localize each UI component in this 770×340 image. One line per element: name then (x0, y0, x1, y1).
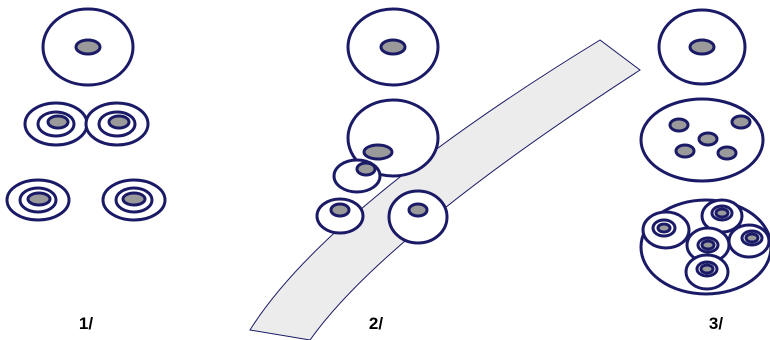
nucleus (676, 145, 694, 157)
nucleus (76, 40, 100, 54)
panel-3-label: 3/ (709, 314, 723, 334)
panel-3-cell-with-daughter-cells (641, 200, 770, 294)
nucleus (699, 133, 717, 145)
panel-1-parent-cell (43, 9, 133, 85)
panel-3-cell-dividing-nuclei (641, 99, 763, 181)
nucleus (123, 193, 145, 205)
panel-1-daughter-cell-left (7, 180, 69, 220)
panel-1-dividing-cell-right (86, 103, 148, 145)
nucleus (331, 204, 349, 216)
daughter-cell (729, 225, 769, 257)
nucleus (28, 193, 50, 205)
nucleus (48, 116, 68, 128)
nucleus (718, 147, 736, 159)
panel-2-parent-cell (348, 9, 438, 85)
panel-1-binary-fission (7, 9, 165, 220)
watermark (250, 40, 640, 340)
nucleus (409, 204, 427, 216)
nucleus (670, 119, 688, 131)
nucleus (732, 116, 750, 128)
bud-nucleus (357, 163, 375, 175)
daughter-cell (643, 212, 689, 248)
daughter-cell (686, 255, 728, 289)
nucleus (690, 40, 714, 54)
panel-1-label: 1/ (79, 314, 93, 334)
nucleus (381, 40, 405, 54)
panel-1-daughter-cell-right (103, 180, 165, 220)
panel-2-daughter-cell (389, 191, 447, 243)
panel-2-bud-cell (317, 199, 363, 233)
nucleus (364, 145, 392, 159)
panel-2-label: 2/ (369, 314, 383, 334)
panel-1-dividing-cell-left (25, 103, 87, 145)
panel-3-parent-cell (659, 10, 745, 84)
nucleus (109, 116, 129, 128)
panel-3-multiple-fission (641, 10, 770, 294)
